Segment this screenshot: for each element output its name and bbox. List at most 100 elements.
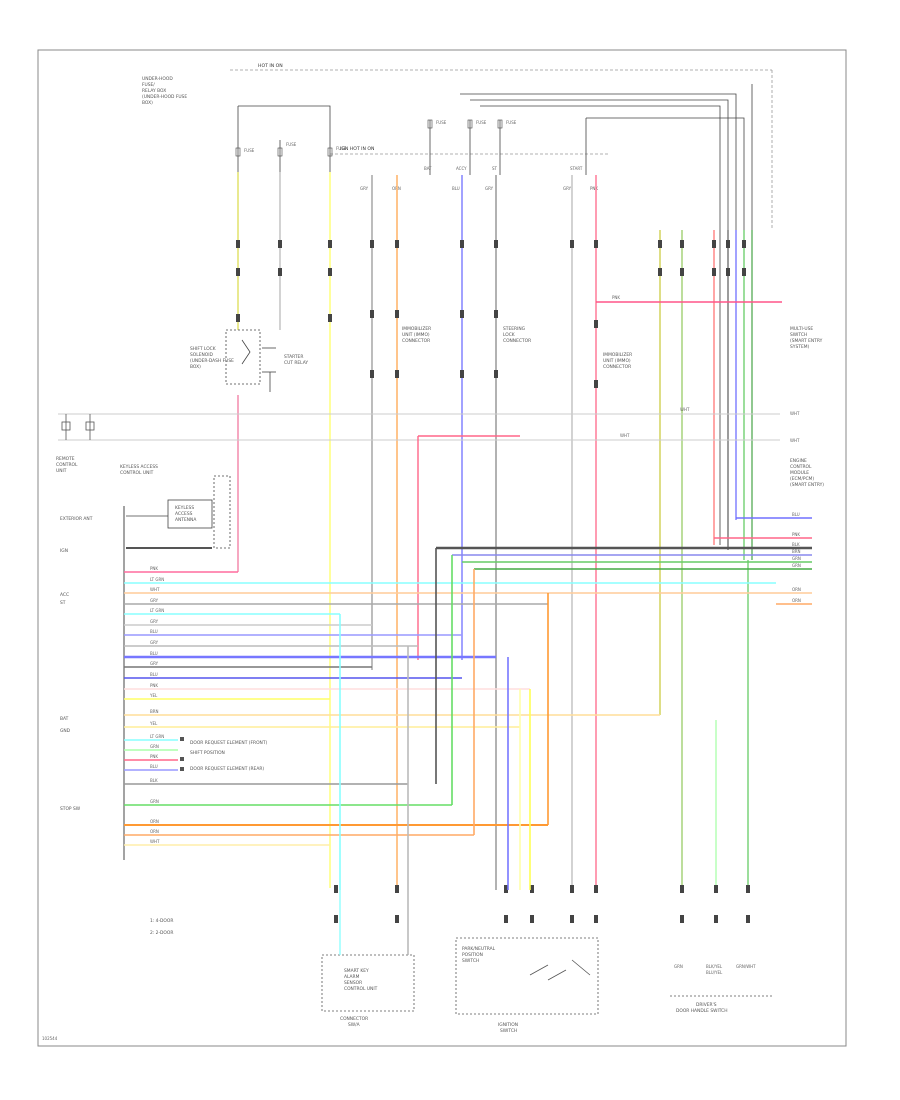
svg-text:FUSE: FUSE [436,120,447,125]
svg-text:GRN: GRN [674,964,683,969]
svg-text:CONTROL: CONTROL [790,464,812,470]
svg-text:BAT: BAT [424,166,432,171]
svg-text:CONTROL UNIT: CONTROL UNIT [120,470,154,476]
svg-text:FUSE: FUSE [336,146,347,151]
wire-label: WHT [790,438,800,443]
svg-text:CONNECTOR: CONNECTOR [402,338,430,344]
svg-text:DOOR HANDLE SWITCH: DOOR HANDLE SWITCH [676,1008,728,1014]
svg-text:YEL: YEL [149,721,158,726]
fuse-icon [235,147,241,157]
svg-text:CONNECTOR: CONNECTOR [603,364,631,370]
svg-text:YEL: YEL [149,693,158,698]
svg-text:FUSE/: FUSE/ [142,82,155,88]
svg-text:GRY: GRY [150,619,159,624]
svg-text:BRN: BRN [792,549,801,554]
svg-text:ALARM: ALARM [344,974,360,980]
svg-text:BRN: BRN [150,709,159,714]
svg-text:GRN: GRN [792,563,801,568]
svg-text:(UNDER-HOOD FUSE: (UNDER-HOOD FUSE [142,94,187,100]
svg-text:2: 2-DOOR: 2: 2-DOOR [150,930,173,936]
pin-markers [236,240,750,923]
svg-text:CUT RELAY: CUT RELAY [284,360,308,366]
svg-text:PNK: PNK [792,532,800,537]
svg-text:GRY: GRY [360,186,369,191]
svg-text:SW/A: SW/A [348,1022,360,1028]
svg-text:PNK: PNK [150,566,158,571]
harness-annotations: DOOR REQUEST ELEMENT (FRONT) SHIFT POSIT… [180,737,268,772]
svg-text:ACC: ACC [60,592,69,598]
svg-text:BLU: BLU [792,512,800,517]
svg-text:ORN: ORN [792,598,801,603]
svg-text:CONNECTOR: CONNECTOR [503,338,531,344]
svg-text:GRY: GRY [150,640,159,645]
svg-text:BLU: BLU [452,186,460,191]
svg-text:SWITCH: SWITCH [790,332,807,338]
ign-hot-label: IGN HOT IN ON [340,146,374,152]
svg-text:UNDER-HOOD: UNDER-HOOD [142,76,173,82]
bottom-left-component: SMART KEY ALARM SENSOR CONTROL UNIT CONN… [321,890,415,1028]
svg-text:BLU/YEL: BLU/YEL [706,970,723,975]
svg-text:WHT: WHT [150,587,160,592]
svg-text:(ECM/PCM): (ECM/PCM) [790,476,814,482]
svg-text:SYSTEM): SYSTEM) [790,344,810,350]
svg-text:(SMART ENTRY): (SMART ENTRY) [790,482,824,488]
svg-text:ANTENNA: ANTENNA [175,517,196,523]
ground-switch-left [61,414,95,440]
svg-text:GRN/WHT: GRN/WHT [736,964,756,969]
svg-text:ST: ST [492,166,498,171]
svg-text:BLK: BLK [150,778,158,783]
svg-text:KEYLESS ACCESS: KEYLESS ACCESS [120,464,158,470]
svg-text:EXTERIOR ANT: EXTERIOR ANT [60,516,93,522]
fuse-icons-top: FUSE FUSE FUSE [427,119,517,129]
svg-text:PNK: PNK [590,186,598,191]
svg-text:KEYLESS: KEYLESS [175,505,194,511]
svg-text:WHT: WHT [150,839,160,844]
harness-wire-labels: PNK LT GRN WHT GRY LT GRN GRY BLU GRY BL… [149,512,801,844]
svg-text:ACCY: ACCY [456,166,467,171]
svg-text:SMART KEY: SMART KEY [344,968,369,974]
svg-text:MULTI-USE: MULTI-USE [790,326,813,332]
fuse-cluster-left [237,105,331,172]
svg-text:(UNDER-DASH FUSE: (UNDER-DASH FUSE [190,358,234,364]
svg-text:GRY: GRY [563,186,572,191]
svg-text:IMMOBILIZER: IMMOBILIZER [603,352,632,358]
svg-text:ENGINE: ENGINE [790,458,807,464]
svg-text:UNIT: UNIT [56,468,67,474]
top-caption: HOT IN ON [258,63,283,69]
svg-text:LT GRN: LT GRN [150,734,164,739]
svg-text:IGNITION: IGNITION [498,1022,518,1028]
fuse-icon [277,147,283,157]
svg-text:BLU: BLU [150,651,158,656]
svg-text:GRY: GRY [485,186,494,191]
wire-label: PNK [612,295,620,300]
svg-text:BOX): BOX) [142,100,153,106]
fuse-icon [467,119,473,129]
svg-text:STEERING: STEERING [503,326,526,332]
page-id: 102544 [42,1036,58,1041]
wire-label: WHT [680,407,690,412]
svg-text:DRIVER'S: DRIVER'S [696,1002,717,1008]
vertical-wires [237,172,753,890]
svg-text:SHIFT LOCK: SHIFT LOCK [190,346,216,352]
svg-text:GRN: GRN [150,744,159,749]
svg-text:UNIT (IMMO): UNIT (IMMO) [603,358,631,364]
svg-text:GRN: GRN [792,556,801,561]
svg-text:PNK: PNK [150,754,158,759]
svg-text:(SMART ENTRY: (SMART ENTRY [790,338,823,344]
under-hood-fuse-label: UNDER-HOOD FUSE/ RELAY BOX (UNDER-HOOD F… [142,76,187,106]
component-labels-mid: IMMOBILIZER UNIT (IMMO) CONNECTOR STEERI… [190,326,632,370]
svg-text:FUSE: FUSE [506,120,517,125]
keyless-antenna [126,475,231,549]
svg-text:MODULE: MODULE [790,470,809,476]
svg-text:BLU: BLU [150,672,158,677]
svg-text:POSITION: POSITION [462,952,483,958]
svg-text:BLU: BLU [150,764,158,769]
svg-text:ORN: ORN [150,829,159,834]
wire-label: WHT [790,411,800,416]
svg-text:1: 4-DOOR: 1: 4-DOOR [150,918,173,924]
ignition-bus-labels: BAT ACCY ST START [424,166,583,171]
svg-text:GRY: GRY [150,661,159,666]
svg-text:FUSE: FUSE [244,148,255,153]
svg-text:RELAY BOX: RELAY BOX [142,88,166,94]
